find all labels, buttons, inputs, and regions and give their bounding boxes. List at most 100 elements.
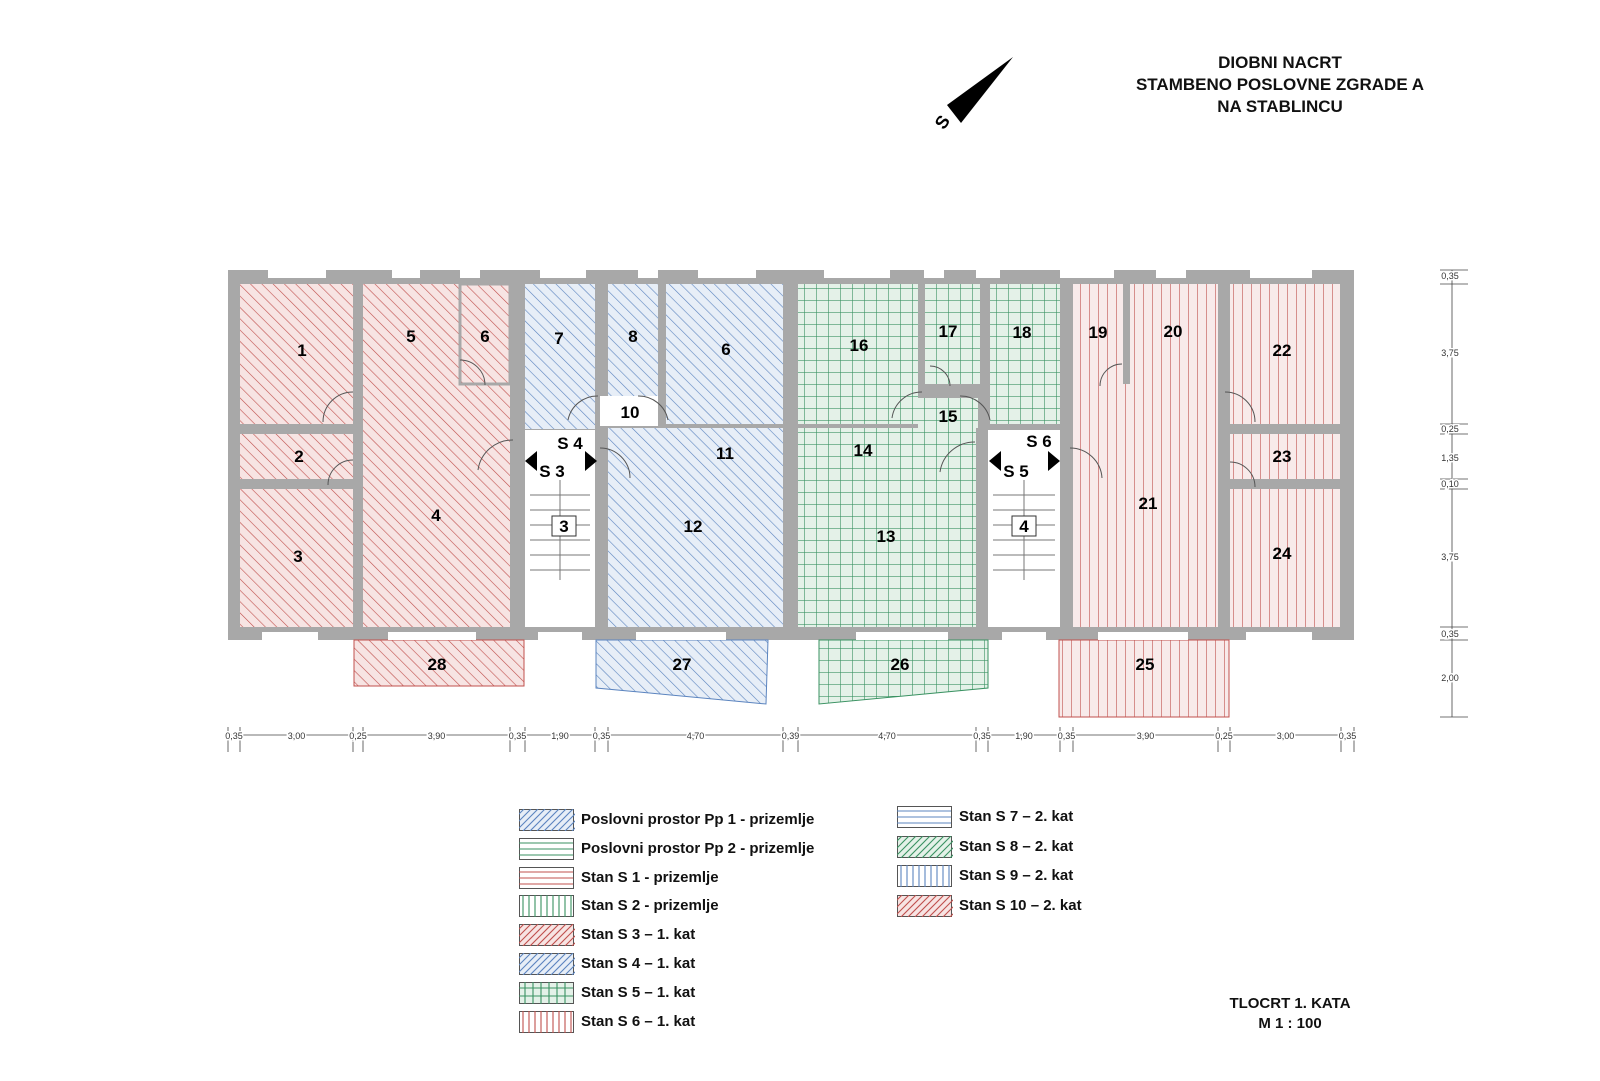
legend-label: Stan S 8 – 2. kat [959,837,1074,855]
room-label-18: 18 [1013,323,1032,342]
room-label-6b: 6 [721,340,730,359]
room-label-5: 5 [406,327,415,346]
room-label-1: 1 [297,341,306,360]
dimension-label-right: 0,35 [1441,271,1459,281]
dimension-label-bottom: 0,35 [973,731,991,741]
legend-label: Poslovni prostor Pp 2 - prizemlje [581,839,815,857]
dimension-label-right: 1,35 [1441,453,1459,463]
legend-label: Stan S 9 – 2. kat [959,867,1074,885]
room-label-23: 23 [1273,447,1292,466]
dimension-label-right: 0,10 [1441,479,1459,489]
legend-swatch [519,1010,574,1033]
legend-swatch [519,895,574,918]
dimension-label-bottom: 0,39 [782,731,800,741]
room-label-17: 17 [939,322,958,341]
title-line-1: DIOBNI NACRT [1218,53,1342,72]
dimension-label-bottom: 4,70 [687,731,705,741]
dimension-label-bottom: 0,25 [349,731,367,741]
legend-label: Stan S 6 – 1. kat [581,1012,696,1030]
arrow-left-icon [525,451,537,471]
dimension-label-bottom: 3,00 [1277,731,1295,741]
dimension-label-bottom: 4,70 [878,731,896,741]
legend-swatch [897,835,953,858]
dimension-label-bottom: 0,35 [509,731,527,741]
room-label-6a: 6 [480,327,489,346]
dimension-label-bottom: 0,35 [225,731,243,741]
room-label-7: 7 [554,329,563,348]
unit-s6 [1073,284,1340,627]
arrow-right-icon [585,451,597,471]
plan-title: TLOCRT 1. KATA [1229,995,1351,1012]
unit-label-s6: S 6 [1026,432,1052,451]
room-label-15: 15 [939,407,958,426]
dimension-label-right: 0,35 [1441,629,1459,639]
door-swings [322,359,1256,488]
legend-label: Stan S 3 – 1. kat [581,926,696,944]
legend-swatch [519,924,575,947]
drawing-title: DIOBNI NACRT STAMBENO POSLOVNE ZGRADE A … [1110,52,1450,118]
dimension-label-right: 3,75 [1441,552,1459,562]
room-label-20: 20 [1164,322,1183,341]
unit-s3 [240,282,512,627]
legend-swatch [897,806,952,828]
dimension-label-bottom: 3,90 [1137,731,1155,741]
stair-markers: 3 4 S 4 S 3 S 6 S 5 [525,432,1060,537]
unit-s5 [798,284,1060,627]
room-label-3: 3 [293,547,302,566]
dimension-label-right: 0,25 [1441,424,1459,434]
dimension-label-bottom: 1,90 [1015,731,1033,741]
legend-label: Stan S 5 – 1. kat [581,983,696,1001]
legend-swatch [519,809,575,831]
legend-label: Stan S 7 – 2. kat [959,808,1074,825]
legend-swatch [897,895,953,918]
title-line-3: NA STABLINCU [1217,97,1343,116]
dimension-label-right: 3,75 [1441,348,1459,358]
arrow-right-icon [1048,451,1060,471]
balconies [353,639,1230,718]
title-line-2: STAMBENO POSLOVNE ZGRADE A [1135,75,1425,94]
room-label-4: 4 [431,506,441,525]
room-label-11: 11 [716,444,734,463]
legend-swatch [519,837,574,860]
room-label-28: 28 [428,655,447,674]
room-labels: 1 2 3 4 5 6 7 8 6 10 11 12 16 17 18 15 1… [293,322,1292,674]
legend-label: Stan S 4 – 1. kat [581,955,696,972]
stair-number-4: 4 [1019,517,1029,536]
room-label-19: 19 [1089,323,1108,342]
room-label-13: 13 [877,527,896,546]
dimension-label-bottom: 0,35 [593,731,611,741]
room-label-21: 21 [1139,494,1158,513]
plan-scale: M 1 : 100 [1258,1015,1322,1032]
dimension-label-bottom: 1,90 [551,731,569,741]
north-arrow-icon: S [931,57,1013,133]
dimension-label-bottom: 0,35 [1339,731,1357,741]
floor-plan-drawing: 1 2 3 4 5 6 7 8 6 10 11 12 16 17 18 15 1… [224,270,1468,752]
room-label-10: 10 [621,403,640,422]
dimension-label-bottom: 0,25 [1215,731,1233,741]
dimension-label-bottom: 3,00 [288,731,306,741]
dimension-label-bottom: 3,90 [428,731,446,741]
legend-swatch [519,981,574,1004]
dimension-label-right: 2,00 [1441,673,1459,683]
unit-s4 [600,284,783,627]
legend-swatch [519,866,574,889]
room-label-8: 8 [628,327,637,346]
dimension-label-bottom: 0,35 [1058,731,1076,741]
room-label-26: 26 [891,655,910,674]
bottom-dimensions: 0,35 3,00 0,25 3,90 0,35 1,90 0,35 4,70 0,39 4,70… [224,727,1358,752]
legend-label: Stan S 10 – 2. kat [959,897,1082,915]
unit-label-s5: S 5 [1003,462,1029,481]
plan-label: TLOCRT 1. KATA M 1 : 100 [1200,994,1380,1034]
room-label-16: 16 [850,336,869,355]
legend-label: Stan S 2 - prizemlje [581,897,719,915]
room-label-2: 2 [294,447,303,466]
room-label-22: 22 [1273,341,1292,360]
room-label-25: 25 [1136,655,1155,674]
legend-swatch [897,865,952,888]
right-dimensions: 0,35 3,75 0,25 1,35 0,10 3,75 0,35 2,00 [1440,270,1468,718]
room-label-12: 12 [684,517,703,536]
legend-swatch [519,953,575,975]
legend-label: Stan S 1 - prizemlje [581,868,719,886]
room-label-27: 27 [673,655,692,674]
